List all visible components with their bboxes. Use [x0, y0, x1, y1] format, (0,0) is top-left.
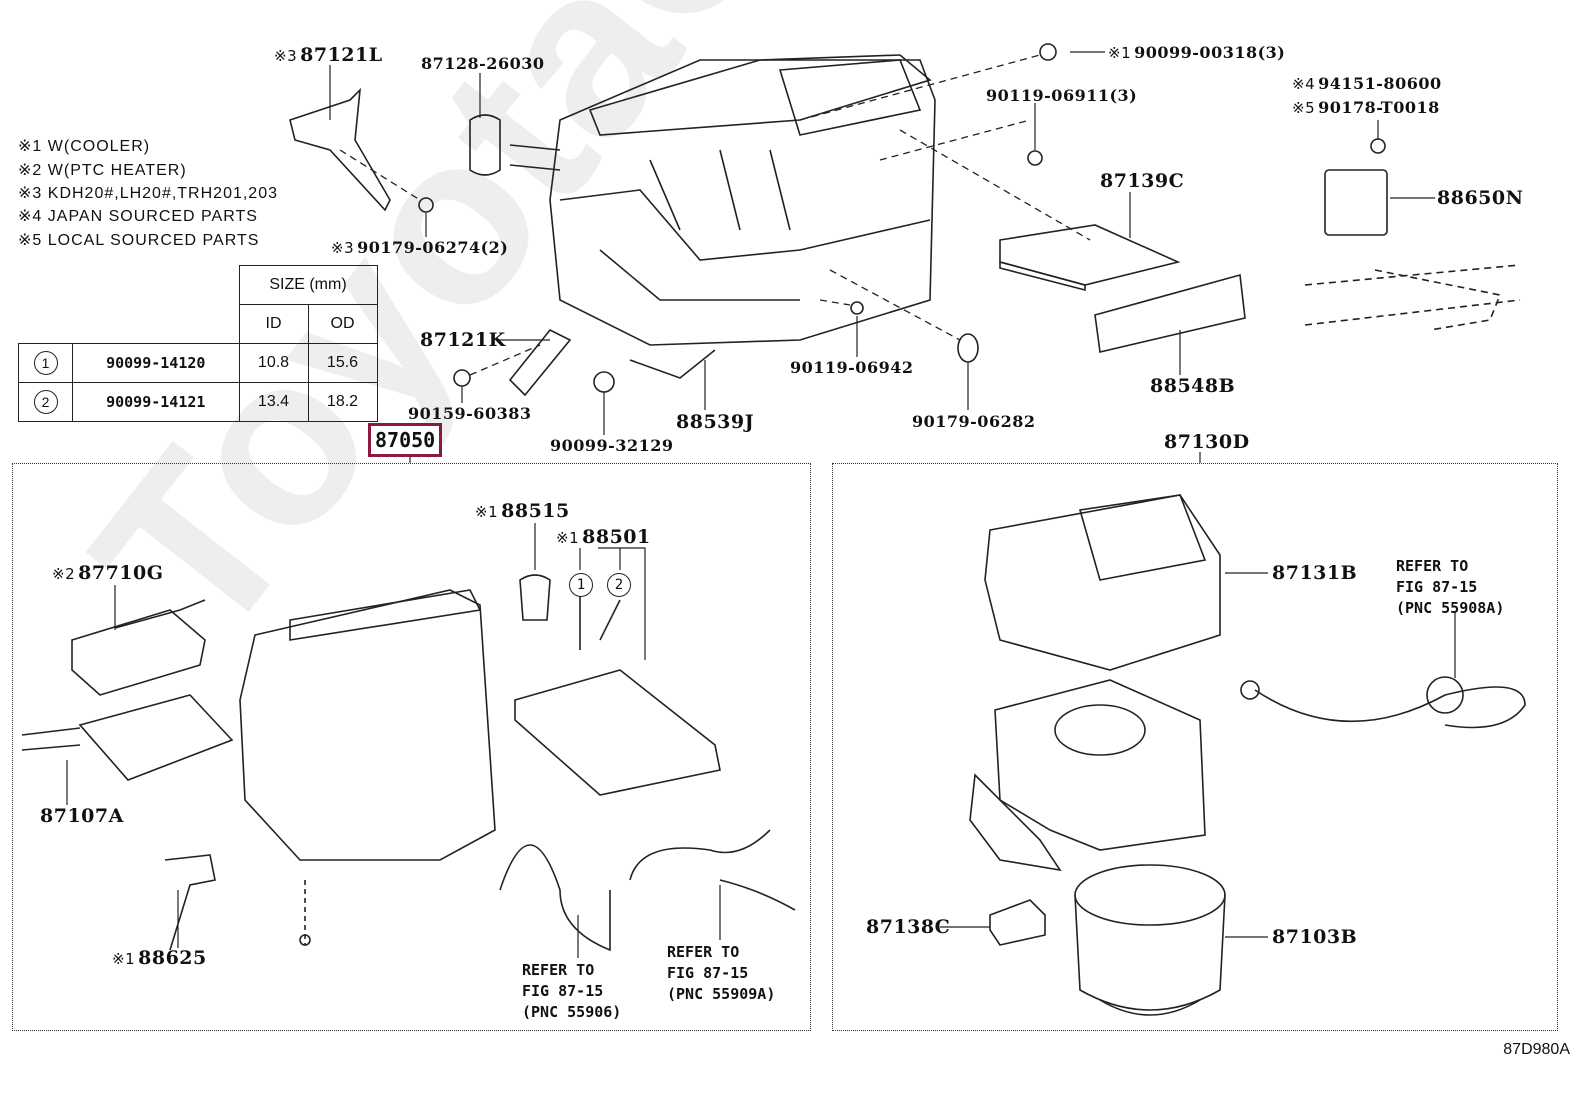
row-index: 1: [33, 351, 58, 375]
sensor-88625-drawing: [164, 854, 216, 951]
resistor-87138C-drawing: [989, 899, 1046, 946]
part-label[interactable]: 88548B: [1150, 375, 1236, 397]
clip-drawing: [418, 197, 434, 213]
part-label[interactable]: 87138C: [866, 916, 951, 938]
heater-core-drawing: [21, 694, 234, 781]
part-label[interactable]: 87139C: [1100, 170, 1185, 192]
valve-88515-drawing: [519, 574, 551, 621]
note-1: ※1 W(COOLER): [18, 138, 151, 155]
figure-code: 87D980A: [1503, 1041, 1570, 1058]
screw-drawing: [1027, 150, 1043, 166]
row-od: 18.2: [307, 382, 378, 422]
note-5: ※5 LOCAL SOURCED PARTS: [18, 232, 260, 249]
module-88650N-drawing: [1324, 169, 1388, 236]
refer-note-55908A[interactable]: REFER TO FIG 87-15 (PNC 55908A): [1396, 557, 1505, 617]
row-part[interactable]: 90099-14120: [72, 343, 240, 383]
hvac-unit-drawing: [469, 54, 936, 346]
part-label[interactable]: 87130D: [1164, 431, 1250, 453]
part-label[interactable]: 87107A: [40, 805, 124, 827]
refer-note-55909A[interactable]: REFER TO FIG 87-15 (PNC 55909A): [667, 943, 776, 1003]
part-label[interactable]: 87128-26030: [421, 54, 545, 73]
ptc-heater-drawing: [71, 599, 206, 696]
part-label[interactable]: 87103B: [1272, 926, 1358, 948]
part-label[interactable]: 90119-06911(3): [986, 86, 1138, 105]
group-box-87130D: [832, 463, 1558, 1031]
note-3: ※3 KDH20#,LH20#,TRH201,203: [18, 185, 278, 202]
callout-circle-2: 2: [607, 573, 631, 597]
blower-case-upper-drawing: [984, 494, 1221, 671]
wire-harness-drawing: [629, 829, 796, 911]
row-index: 2: [33, 390, 58, 414]
part-label[interactable]: 87131B: [1272, 562, 1358, 584]
note-4: ※4 JAPAN SOURCED PARTS: [18, 208, 258, 225]
table-row: 1 90099-14120 10.8 15.6: [18, 343, 378, 383]
wire-harness-drawing: [499, 844, 611, 952]
part-label[interactable]: 88539J: [676, 411, 755, 433]
note-2: ※2 W(PTC HEATER): [18, 162, 187, 179]
refer-note-55906[interactable]: REFER TO FIG 87-15 (PNC 55906): [522, 961, 622, 1021]
part-label[interactable]: 88650N: [1437, 187, 1524, 209]
callout-circle-1: 1: [569, 573, 593, 597]
part-label[interactable]: 90159-60383: [408, 404, 532, 423]
hose-size-table: SIZE (mm) ID OD 1 90099-14120 10.8 15.6 …: [18, 265, 378, 422]
blower-case-lower-drawing: [969, 679, 1206, 872]
blower-motor-drawing: [1074, 864, 1226, 1016]
part-label[interactable]: 87121K: [420, 329, 506, 351]
screw-drawing: [1039, 43, 1057, 61]
table-row: 2 90099-14121 13.4 18.2: [18, 382, 378, 422]
part-label[interactable]: 90099-32129: [550, 436, 674, 455]
col-od: OD: [307, 304, 378, 344]
assembly-87050-highlight[interactable]: 87050: [368, 423, 443, 457]
part-label[interactable]: 90119-06942: [790, 358, 914, 377]
bracket-87121L-drawing: [289, 87, 391, 212]
row-part[interactable]: 90099-14121: [72, 382, 240, 422]
hvac-case-drawing: [239, 589, 496, 861]
filter-87139C-drawing: [999, 224, 1181, 292]
evaporator-drawing: [514, 590, 721, 796]
row-od: 15.6: [307, 343, 378, 383]
cover-88548B-drawing: [1094, 273, 1246, 353]
group-box-87050: [12, 463, 811, 1031]
part-label[interactable]: 90179-06282: [912, 412, 1036, 431]
col-id: ID: [238, 304, 309, 344]
servo-wire-drawing: [1254, 686, 1526, 729]
